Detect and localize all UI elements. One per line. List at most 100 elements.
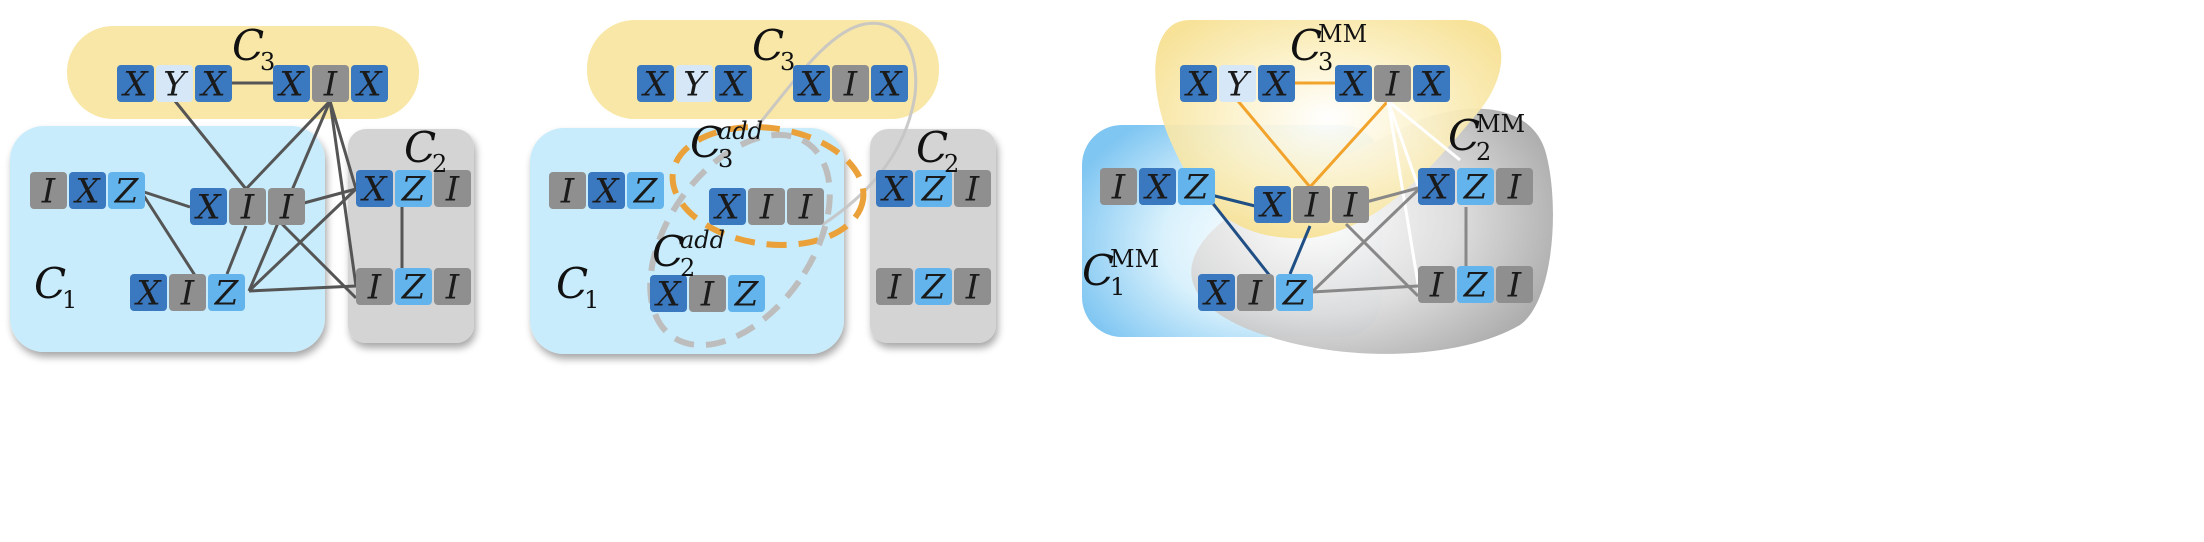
tile-letter: I	[560, 172, 575, 212]
tile-letter: X	[193, 188, 222, 228]
tile-letter: I	[41, 172, 56, 212]
tile-letter: X	[1257, 186, 1286, 226]
tile-letter: I	[1248, 274, 1263, 314]
tile-x	[1335, 65, 1372, 102]
cluster-c1-region	[10, 126, 325, 352]
cluster-superscript: MM	[1110, 245, 1159, 273]
tile-letter: Z	[1184, 168, 1210, 208]
tile-z	[395, 170, 432, 207]
tile-x	[793, 65, 830, 102]
cluster-letter: C	[34, 259, 66, 308]
tile-letter: I	[1343, 186, 1358, 226]
tile-letter: X	[276, 65, 305, 105]
cluster-letter: C	[690, 118, 722, 167]
tile-z	[915, 268, 952, 305]
tile-i	[1237, 274, 1274, 311]
tile-i	[954, 170, 991, 207]
tile-x	[1198, 274, 1235, 311]
cluster-superscript: add	[718, 117, 763, 145]
tile-y	[676, 65, 713, 102]
cluster-letter: C	[652, 227, 684, 276]
tile-z	[915, 170, 952, 207]
cluster-label-c1: C1	[34, 259, 77, 314]
tile-letter: I	[240, 188, 255, 228]
tile-z	[1178, 168, 1215, 205]
tile-i	[312, 65, 349, 102]
tile-x	[356, 170, 393, 207]
cluster-subscript: 3	[260, 48, 275, 76]
tile-letter: I	[445, 268, 460, 308]
tile-x	[1258, 65, 1295, 102]
tile-letter: I	[1304, 186, 1319, 226]
tile-y	[156, 65, 193, 102]
tile-letter: Z	[633, 172, 659, 212]
tile-x	[69, 172, 106, 209]
tile-letter: Z	[214, 274, 240, 314]
tile-i	[549, 172, 586, 209]
tile-letter: I	[1429, 266, 1444, 306]
tile-letter: Z	[401, 170, 427, 210]
tile-i	[434, 170, 471, 207]
tile-x	[650, 275, 687, 312]
tile-letter: X	[1201, 274, 1230, 314]
tile-z	[728, 275, 765, 312]
cluster-letter: C	[752, 21, 784, 70]
tile-x	[1413, 65, 1450, 102]
tile-letter: X	[879, 170, 908, 210]
tile-letter: I	[759, 188, 774, 228]
tile-x	[715, 65, 752, 102]
tile-x	[1139, 168, 1176, 205]
tile-letter: I	[700, 275, 715, 315]
tile-z	[395, 268, 432, 305]
gray-outline-loop	[754, 21, 918, 227]
cluster-subscript: 3	[718, 145, 733, 173]
tile-x	[637, 65, 674, 102]
tile-letter: Z	[921, 170, 947, 210]
cluster-letter: C	[1082, 246, 1114, 295]
tile-letter: I	[1385, 65, 1400, 105]
tile-letter: Z	[401, 268, 427, 308]
tile-x	[1418, 168, 1455, 205]
tile-letter: I	[1111, 168, 1126, 208]
cluster-superscript: MM	[1318, 20, 1367, 48]
edges	[1205, 81, 1468, 298]
tile-letter: Z	[1282, 274, 1308, 314]
tile-letter: X	[1416, 65, 1445, 105]
tile-letter: Y	[683, 65, 709, 105]
cluster-letter: C	[404, 123, 436, 172]
tile-i	[30, 172, 67, 209]
cluster-subscript: 2	[680, 254, 695, 282]
tile-i	[1100, 168, 1137, 205]
tile-z	[1457, 168, 1494, 205]
cluster-subscript: 2	[432, 150, 447, 178]
cluster-letter: C	[1290, 21, 1322, 70]
tile-letter: I	[1507, 266, 1522, 306]
cluster-c2-add-region	[647, 131, 833, 349]
tile-i	[1418, 266, 1455, 303]
tile-i	[748, 188, 785, 225]
cluster-letter: C	[1448, 111, 1480, 160]
tile-letter: X	[1183, 65, 1212, 105]
tile-x	[1180, 65, 1217, 102]
tile-letter: X	[359, 170, 388, 210]
tile-x	[195, 65, 232, 102]
cluster-c3-add-region	[669, 124, 867, 248]
cluster-letter: C	[232, 21, 264, 70]
tile-z	[627, 172, 664, 209]
tile-letter: X	[718, 65, 747, 105]
tile-letter: X	[1261, 65, 1290, 105]
